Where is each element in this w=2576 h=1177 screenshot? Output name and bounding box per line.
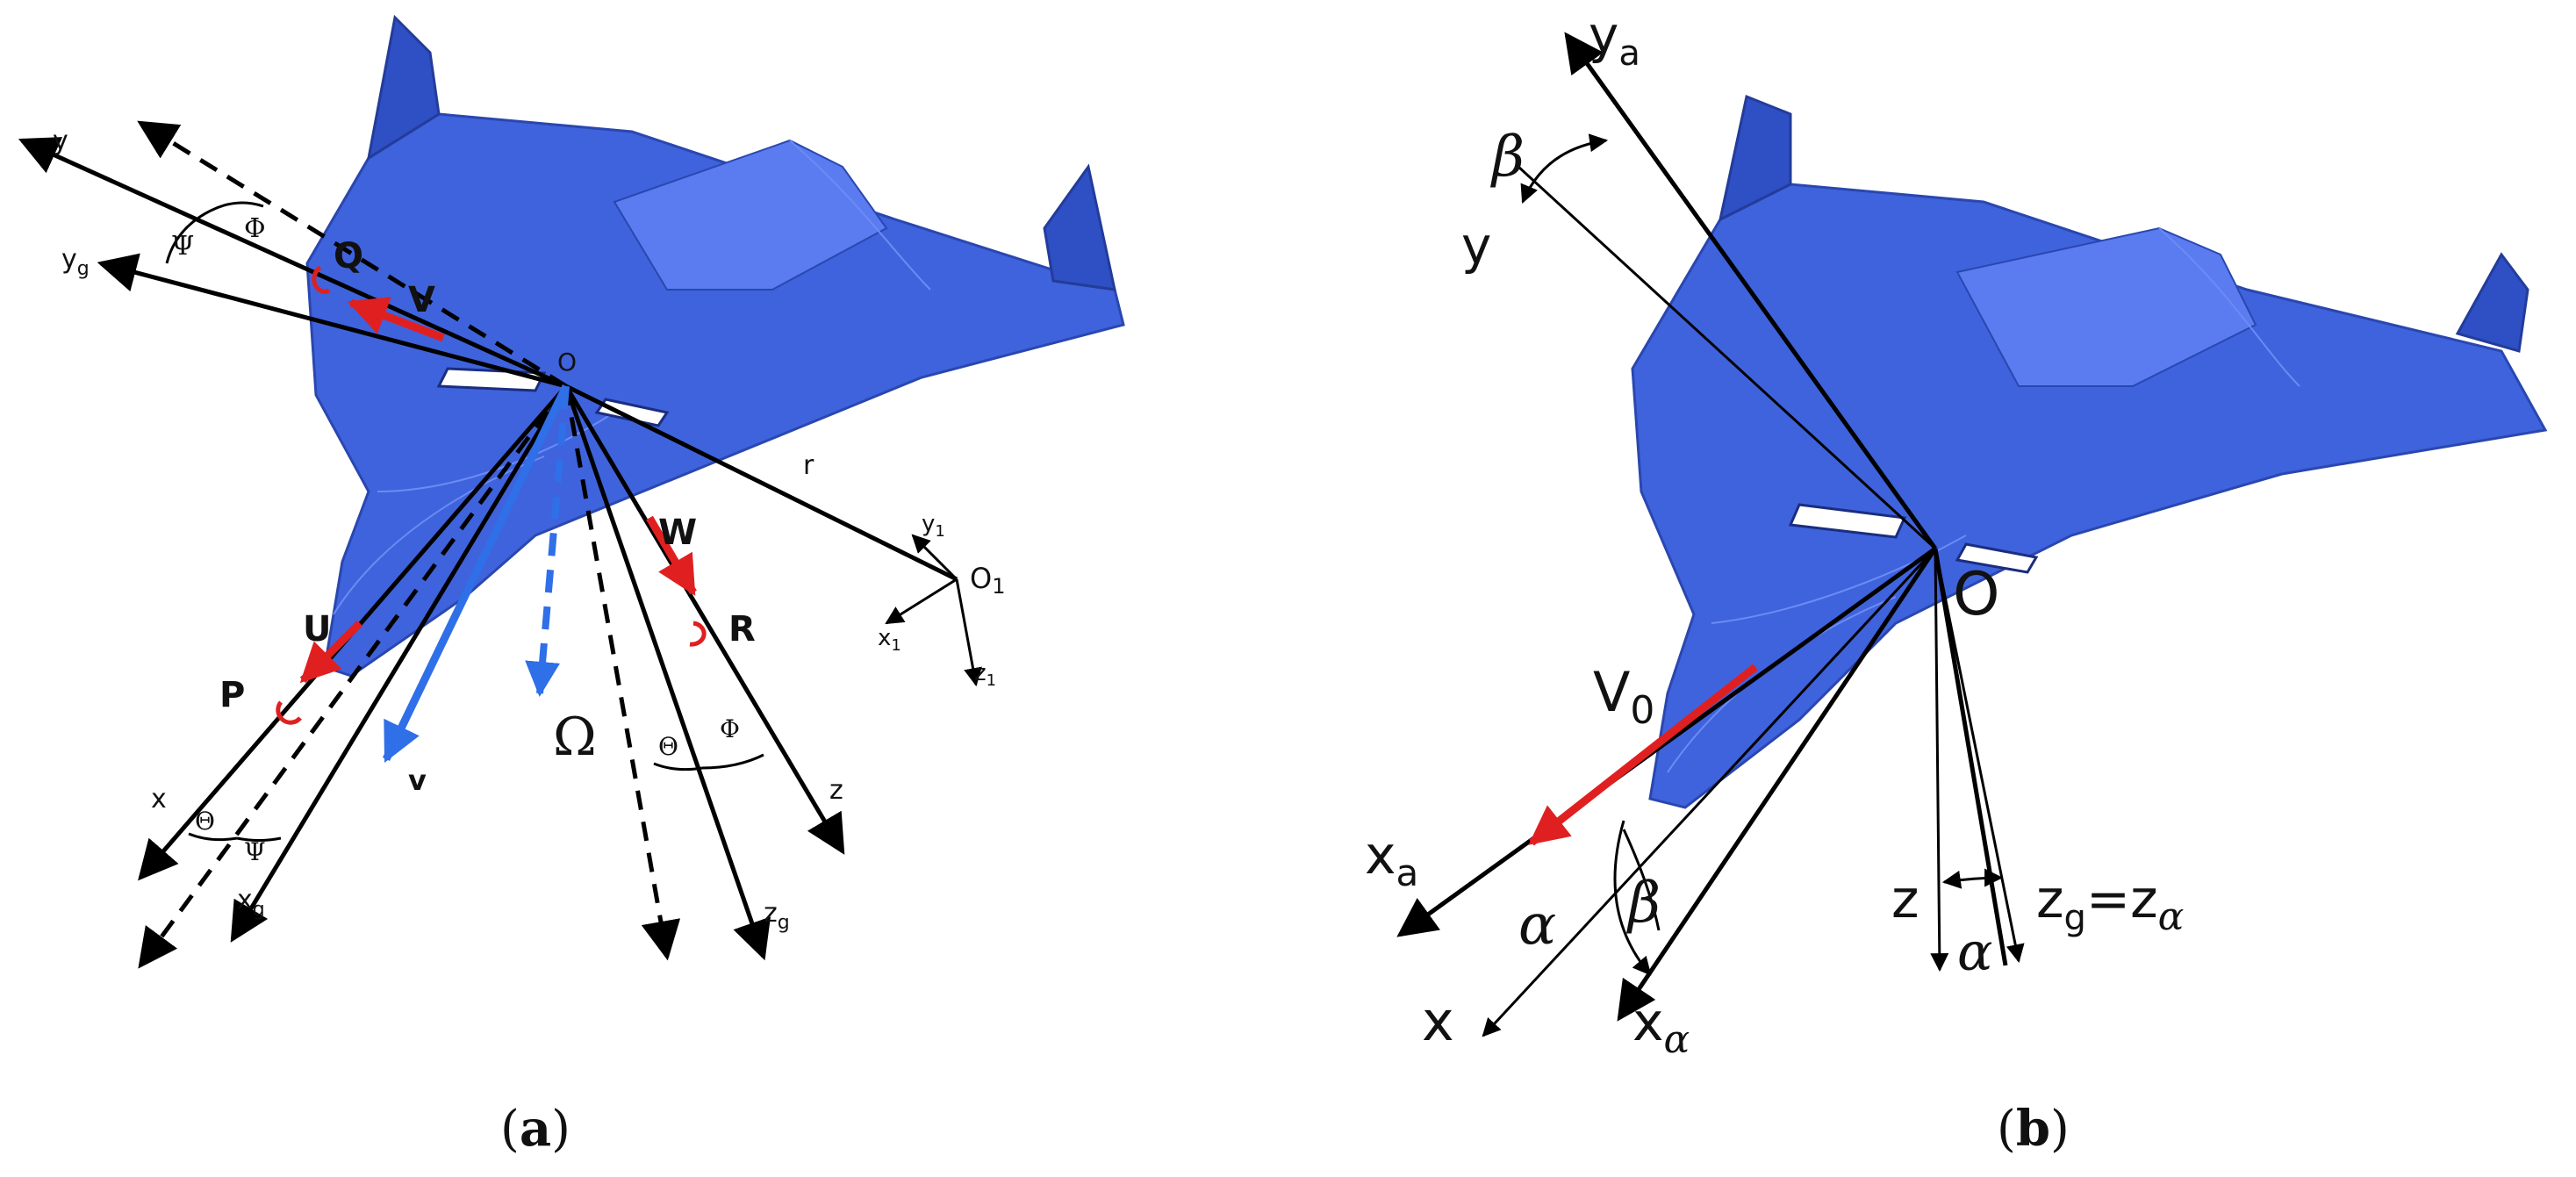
label-o1: O1 [970, 562, 1005, 599]
axis-xa [1396, 546, 1937, 937]
component-U [299, 620, 363, 684]
velocity-v0 [1528, 664, 1758, 846]
label-omega: Ω [553, 707, 597, 768]
caption-a: (a) [500, 1100, 570, 1158]
label-x-b: x [1422, 989, 1454, 1053]
label-xg: xg [237, 885, 265, 921]
label-origin-b: O [1953, 560, 2000, 629]
rotation-R [689, 621, 707, 647]
label-z-b: z [1891, 869, 1919, 930]
arc-beta-top [1520, 133, 1609, 204]
label-x1: x1 [878, 625, 901, 655]
axis-r [564, 384, 958, 582]
axis-y-dashed [137, 120, 568, 389]
axis-z [563, 384, 845, 855]
label-xalpha: xα [1632, 992, 1690, 1062]
axes-b [1396, 32, 2025, 1037]
axis-x-b [1482, 547, 1937, 1037]
axis-zalpha-b [1933, 548, 2008, 966]
label-phi-top: Φ [244, 213, 266, 244]
label-R: R [728, 609, 756, 650]
label-theta-bottom: Θ [195, 807, 215, 836]
angular-velocity-omega [525, 385, 570, 697]
label-zg-eq: zg=zα [2036, 869, 2184, 939]
label-y1: y1 [922, 511, 945, 541]
arc-alpha-bottom [1941, 868, 2004, 889]
label-beta-bottom: β [1626, 871, 1661, 936]
label-alpha-left: α [1518, 893, 1556, 958]
label-psi-top: Ψ [171, 231, 194, 262]
aircraft-b [1631, 94, 2548, 809]
labels-b: ya y xa x xα z zg=zα O V0 β α β α [1365, 5, 2184, 1062]
label-theta-right: Θ [658, 732, 678, 761]
label-origin-a: O [557, 348, 577, 377]
arc-alpha-left [1613, 820, 1652, 976]
axis-zg [563, 385, 771, 961]
rotation-P [276, 700, 302, 725]
axis-x-dashed [138, 384, 569, 969]
axis-z1 [955, 578, 982, 687]
label-W: W [658, 513, 697, 553]
axis-y1 [911, 534, 958, 581]
label-phi-right: Φ [720, 714, 740, 743]
panel-a: y yg x xg z zg v Ω r O O1 y1 x1 z1 Q V U… [18, 14, 1125, 1158]
axis-y-b [1517, 165, 1937, 550]
axis-zg-b [1934, 548, 2025, 964]
label-v0: V0 [1593, 660, 1654, 733]
panel-b: ya y xa x xα z zg=zα O V0 β α β α (b) [1365, 5, 2548, 1158]
label-x: x [151, 784, 167, 815]
label-U: U [303, 609, 331, 650]
arc-psi-top [165, 209, 212, 264]
label-z1: z1 [974, 660, 996, 690]
label-alpha-bottom: α [1957, 922, 1993, 983]
label-y-b: y [1461, 216, 1491, 276]
arc-phi-right [701, 753, 764, 770]
label-zg: zg [764, 898, 790, 934]
caption-b: (b) [1997, 1100, 2070, 1158]
label-beta-top: β [1490, 125, 1525, 190]
label-y: y [53, 126, 68, 156]
label-r: r [803, 450, 814, 481]
component-W [646, 515, 697, 596]
label-psi-bottom: Ψ [244, 837, 266, 866]
arc-phi-top [210, 201, 264, 212]
aircraft-a [305, 14, 1125, 678]
axis-xg [230, 384, 569, 943]
axis-xalpha [1617, 547, 1938, 1022]
arc-theta-bottom [188, 832, 238, 842]
component-V [347, 297, 445, 342]
arc-beta-bottom [1622, 829, 1661, 931]
label-V: V [408, 280, 435, 320]
label-Q: Q [334, 236, 363, 276]
label-yg: yg [61, 244, 90, 280]
arc-psi-bottom [236, 836, 282, 842]
label-z: z [829, 775, 843, 806]
label-xa: xa [1365, 825, 1418, 894]
label-ya: ya [1589, 5, 1640, 74]
axis-z-b [1930, 548, 1949, 972]
axis-yg [97, 253, 567, 389]
arc-theta-right [653, 762, 703, 772]
labels-a: y yg x xg z zg v Ω r O O1 y1 x1 z1 Q V U… [53, 126, 1005, 934]
axis-z-dashed [563, 385, 681, 961]
label-v: v [408, 764, 427, 797]
label-P: P [219, 675, 245, 715]
velocity-v [382, 384, 570, 764]
axis-x1 [885, 578, 958, 625]
axis-ya [1564, 32, 1938, 550]
rotation-Q [312, 265, 331, 294]
axis-y [18, 137, 568, 389]
axes-a [18, 120, 982, 969]
